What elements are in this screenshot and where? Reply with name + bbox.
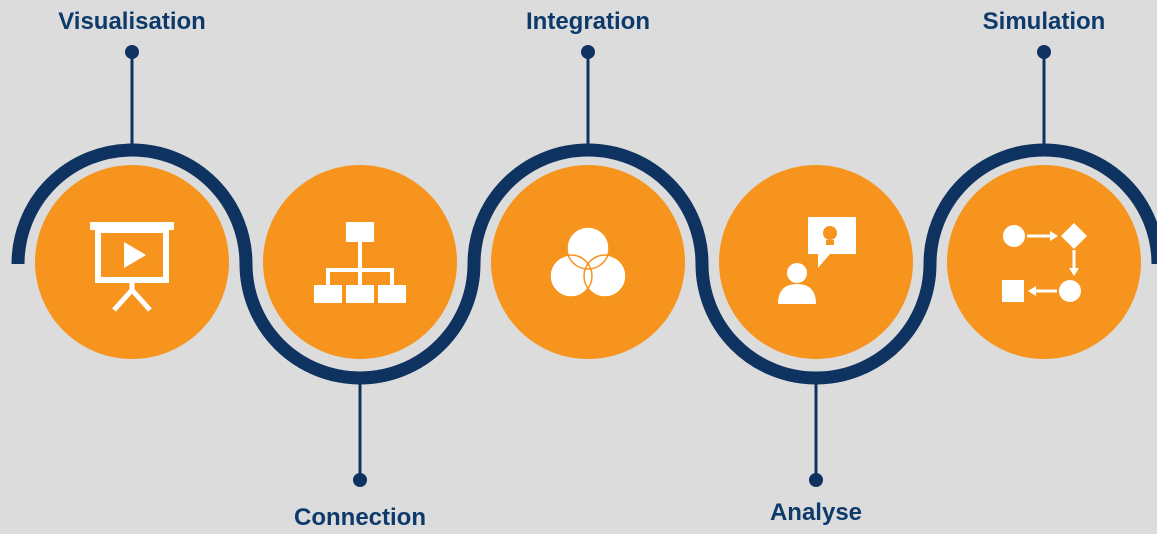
step-circle-simulation [947,165,1141,359]
process-flow-icon [1002,223,1087,302]
step-label-simulation: Simulation [982,8,1106,35]
connector-analyse [809,378,823,487]
presentation-board-icon [90,222,174,312]
step-circle-analyse [719,165,913,359]
step-label-analyse: Analyse [769,499,863,526]
step-label-integration: Integration [526,8,650,35]
hierarchy-chart-icon [314,222,406,303]
connector-simulation [1037,45,1051,150]
venn-diagram-icon [549,226,627,298]
person-idea-icon [778,217,856,304]
step-label-connection: Connection [294,504,426,531]
connector-connection [353,378,367,487]
connector-visualisation [125,45,139,150]
connector-integration [581,45,595,150]
step-label-visualisation: Visualisation [58,8,206,35]
wave-track [11,143,1157,385]
